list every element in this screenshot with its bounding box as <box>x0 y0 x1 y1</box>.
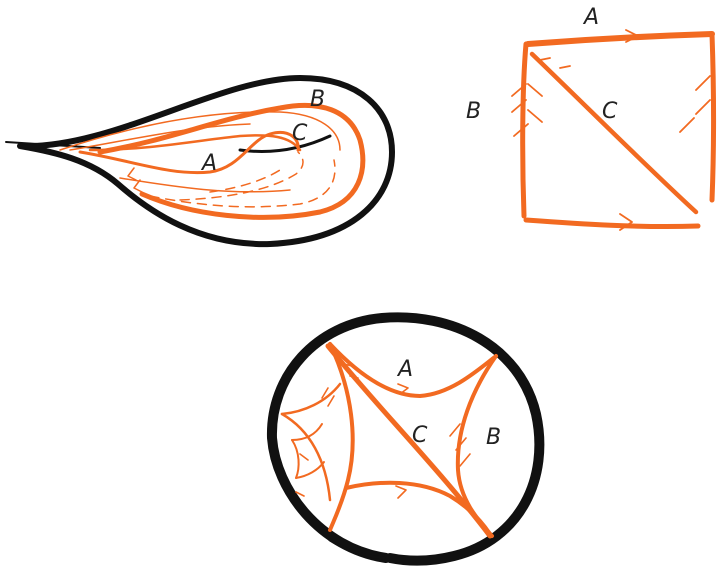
disk-nested-4 <box>295 461 325 479</box>
disk-arrows <box>295 363 471 499</box>
disk-label-c: C <box>412 423 428 448</box>
disk-boundary-gap <box>328 538 386 560</box>
teardrop-fan-3 <box>119 177 291 193</box>
square-left-edge <box>520 41 529 219</box>
disk-figure: A C B <box>266 312 545 566</box>
disk-label-a: A <box>396 357 413 382</box>
teardrop-cusp-line <box>5 141 101 149</box>
square-bottom-edge <box>523 217 701 230</box>
square-right-edge <box>709 31 716 203</box>
square-label-b: B <box>466 99 481 124</box>
square-figure: A B C <box>466 5 716 231</box>
disk-nested-5 <box>291 439 300 479</box>
teardrop-fan-2 <box>69 123 251 151</box>
teardrop-label-a: A <box>200 151 217 176</box>
teardrop-arrow-ticks <box>127 167 143 193</box>
teardrop-curve-b <box>97 102 366 220</box>
teardrop-label-b: B <box>310 87 325 112</box>
disk-geodesic-a <box>328 342 498 398</box>
disk-label-b: B <box>486 425 501 450</box>
disk-geodesic-left <box>328 342 355 532</box>
disk-nested-1 <box>280 382 342 416</box>
square-diagonal <box>529 51 699 215</box>
teardrop-inner-curve <box>238 134 332 153</box>
square-top-edge <box>525 31 715 47</box>
disk-geodesic-bottom <box>344 480 492 536</box>
teardrop-curve-a <box>78 131 300 175</box>
disk-nested-3 <box>291 423 323 441</box>
square-arrows <box>511 29 711 231</box>
square-label-c: C <box>602 99 618 124</box>
teardrop-dashed-2 <box>179 151 304 201</box>
teardrop-curve-c <box>88 134 302 152</box>
teardrop-fan-1 <box>59 111 341 151</box>
teardrop-figure: B C A <box>5 75 395 248</box>
teardrop-label-c: C <box>292 121 308 146</box>
disk-boundary <box>266 312 545 566</box>
teardrop-dashed-1 <box>149 159 336 208</box>
teardrop-dashed-3 <box>209 169 281 193</box>
teardrop-boundary <box>17 75 395 248</box>
disk-nested-2 <box>280 412 332 502</box>
square-label-a: A <box>582 5 599 30</box>
